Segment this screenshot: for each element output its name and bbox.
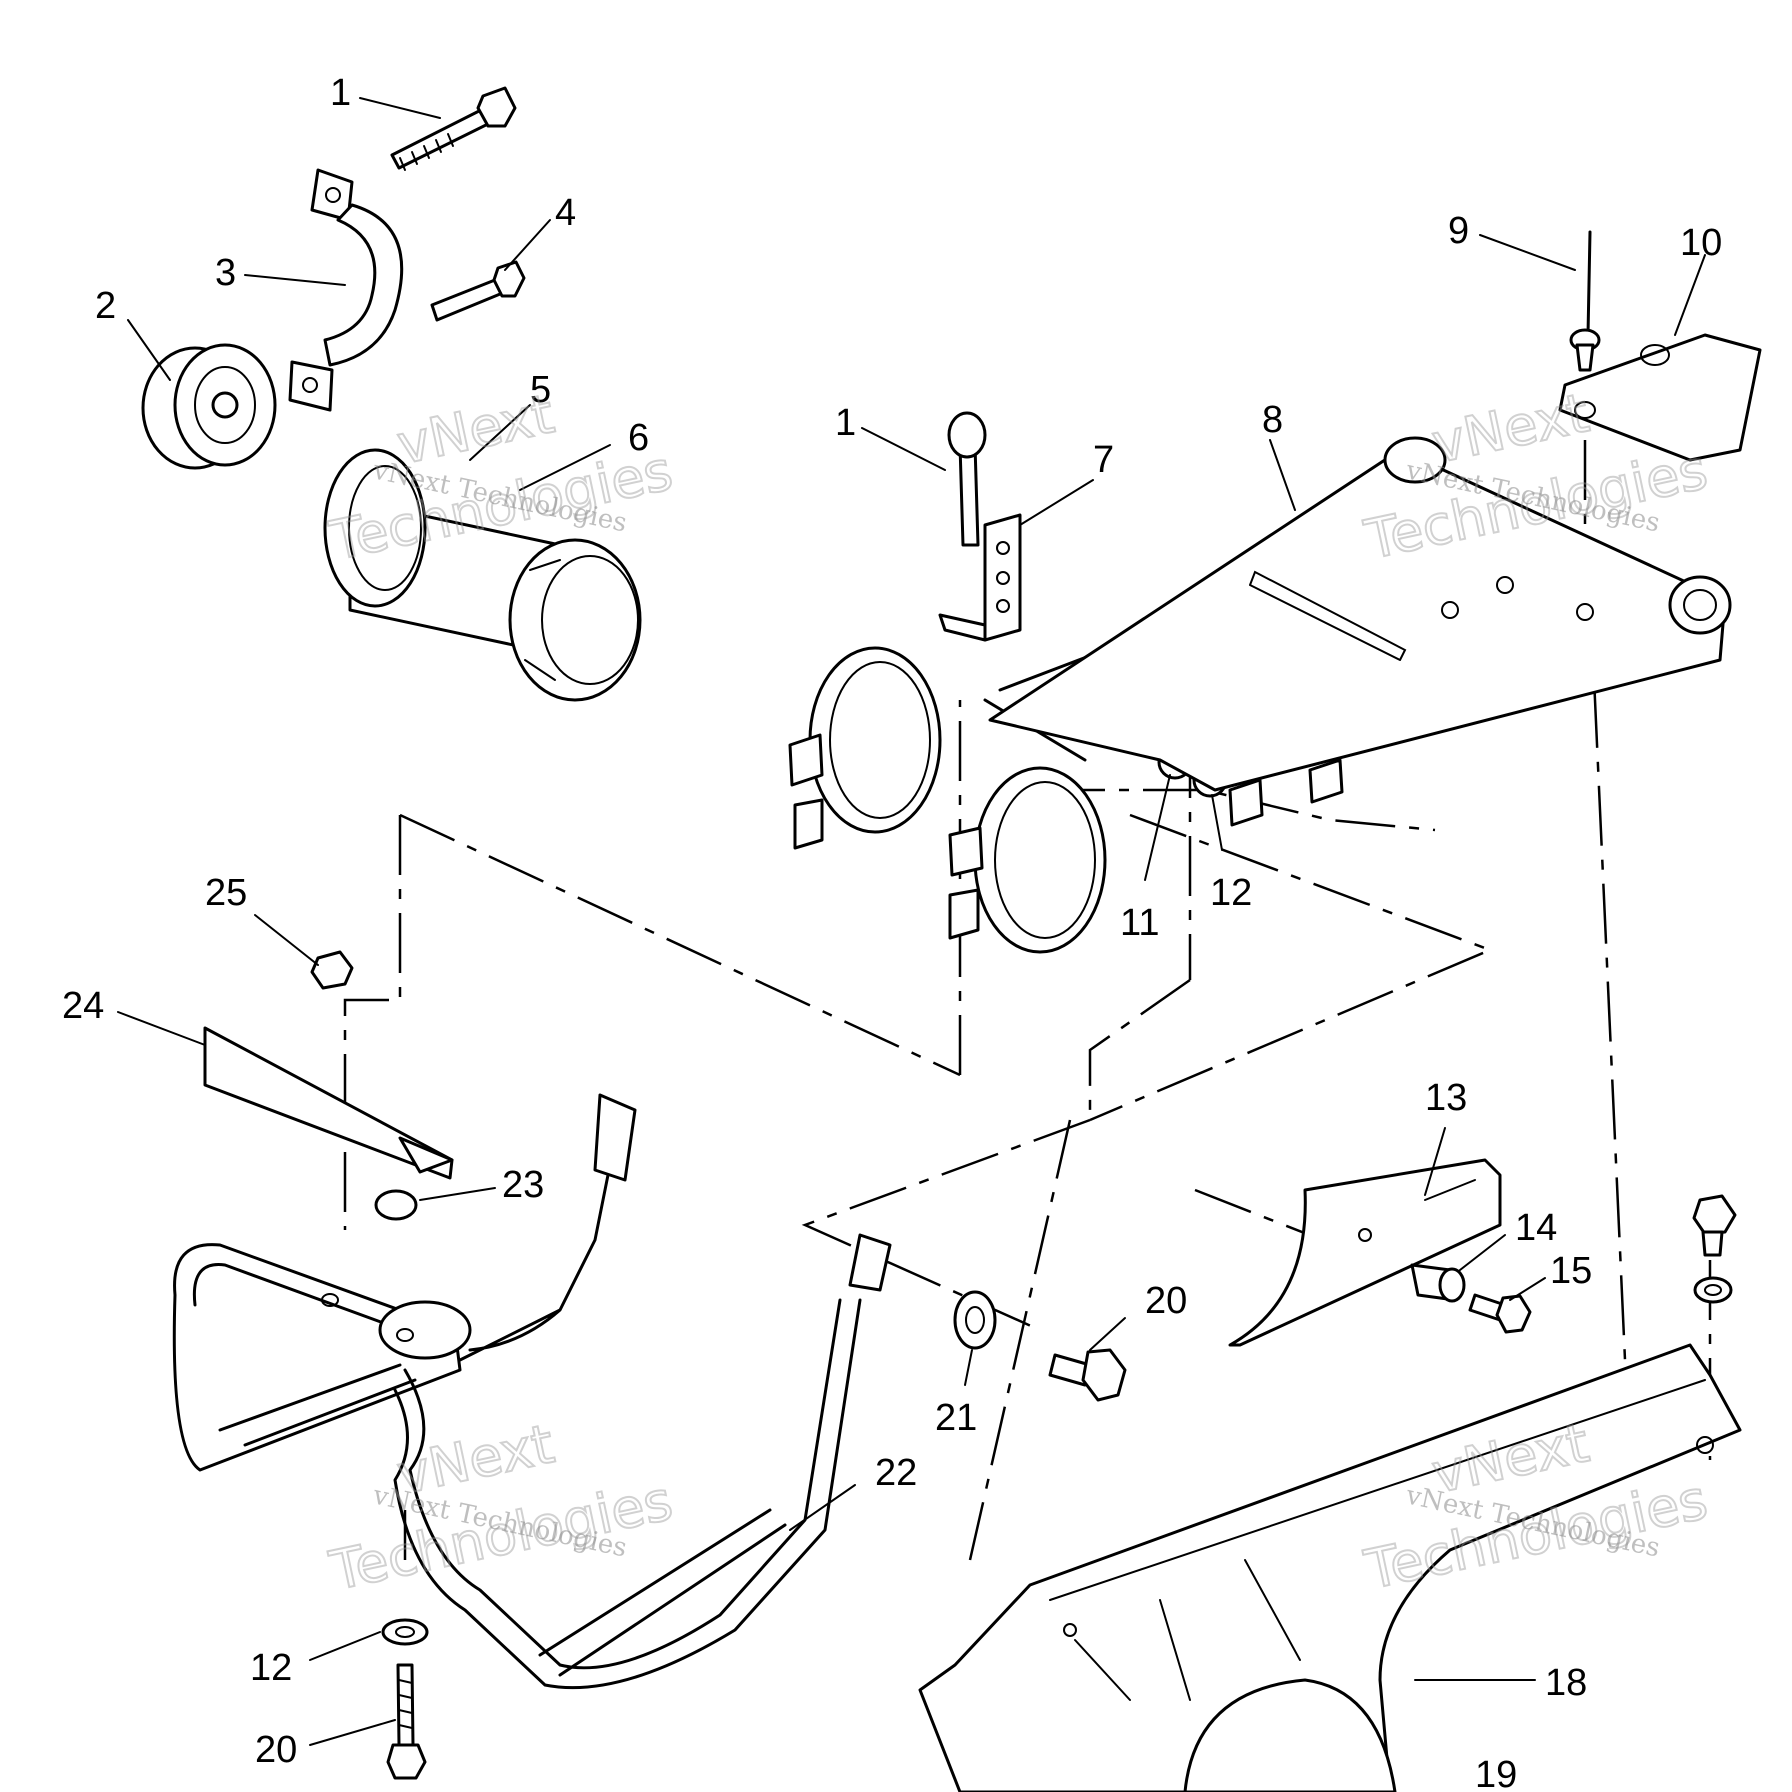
strap-clamp-3 [288, 168, 404, 412]
swing-arm-8 [988, 436, 1732, 827]
callout-3: 3 [215, 252, 236, 294]
bolt-1-center [947, 411, 987, 547]
callout-2: 2 [95, 285, 116, 327]
callout-20-upper: 20 [1145, 1280, 1187, 1322]
callout-4: 4 [555, 192, 576, 234]
callout-20-lower: 20 [255, 1729, 297, 1771]
callout-9: 9 [1448, 210, 1469, 252]
callout-23: 23 [502, 1164, 544, 1206]
bracket-7 [938, 513, 1022, 642]
callout-1-upper: 1 [330, 72, 351, 114]
callout-25: 25 [205, 872, 247, 914]
washer-right [1693, 1276, 1733, 1304]
drum-assembly-5-6 [323, 448, 642, 702]
ring-clamp-right [948, 766, 1107, 954]
rivet-9 [1569, 230, 1601, 372]
callout-1-center: 1 [835, 402, 856, 444]
watermark-bottom-left: vNext Technologies [323, 1411, 678, 1604]
rail-assembly-18 [918, 1343, 1742, 1792]
leader-lines [117, 97, 1706, 1746]
svg-text:vNext: vNext [1427, 381, 1594, 475]
callout-18: 18 [1545, 1662, 1587, 1704]
callout-24: 24 [62, 985, 104, 1027]
bolt-4 [430, 260, 526, 322]
callout-12-lower: 12 [250, 1647, 292, 1689]
bearing-2 [141, 343, 277, 470]
spacer-14 [1410, 1263, 1466, 1303]
angle-bracket-24 [203, 1026, 454, 1180]
callout-12-upper: 12 [1210, 872, 1252, 914]
callout-7: 7 [1093, 439, 1114, 481]
bolt-15 [1468, 1293, 1532, 1334]
bolt-1-upper [390, 86, 517, 171]
callout-11: 11 [1120, 902, 1159, 944]
nut-23 [374, 1189, 418, 1221]
svg-text:vNext: vNext [392, 382, 559, 476]
plate-10 [1558, 333, 1762, 462]
callout-19: 19 [1475, 1754, 1517, 1792]
callout-15: 15 [1550, 1250, 1592, 1292]
washer-21 [953, 1290, 997, 1350]
callout-22: 22 [875, 1452, 917, 1494]
washer-12-lower [381, 1618, 429, 1646]
callout-14: 14 [1515, 1207, 1557, 1249]
callout-10: 10 [1680, 222, 1722, 264]
callout-6: 6 [628, 417, 649, 459]
callout-labels: 1 2 3 4 5 6 1 7 8 9 10 11 12 13 14 15 20… [62, 72, 1722, 1792]
callout-5: 5 [530, 369, 551, 411]
callout-8: 8 [1262, 399, 1283, 441]
bolt-20-upper [1048, 1348, 1127, 1402]
bolt-20-lower [386, 1663, 427, 1780]
nut-25 [310, 950, 354, 990]
bumper-frame-22 [172, 1093, 892, 1690]
callout-21: 21 [935, 1397, 977, 1439]
callout-13: 13 [1425, 1077, 1467, 1119]
bracket-13 [1228, 1158, 1502, 1347]
bolt-right [1692, 1194, 1737, 1257]
ring-clamp-left [788, 646, 942, 850]
